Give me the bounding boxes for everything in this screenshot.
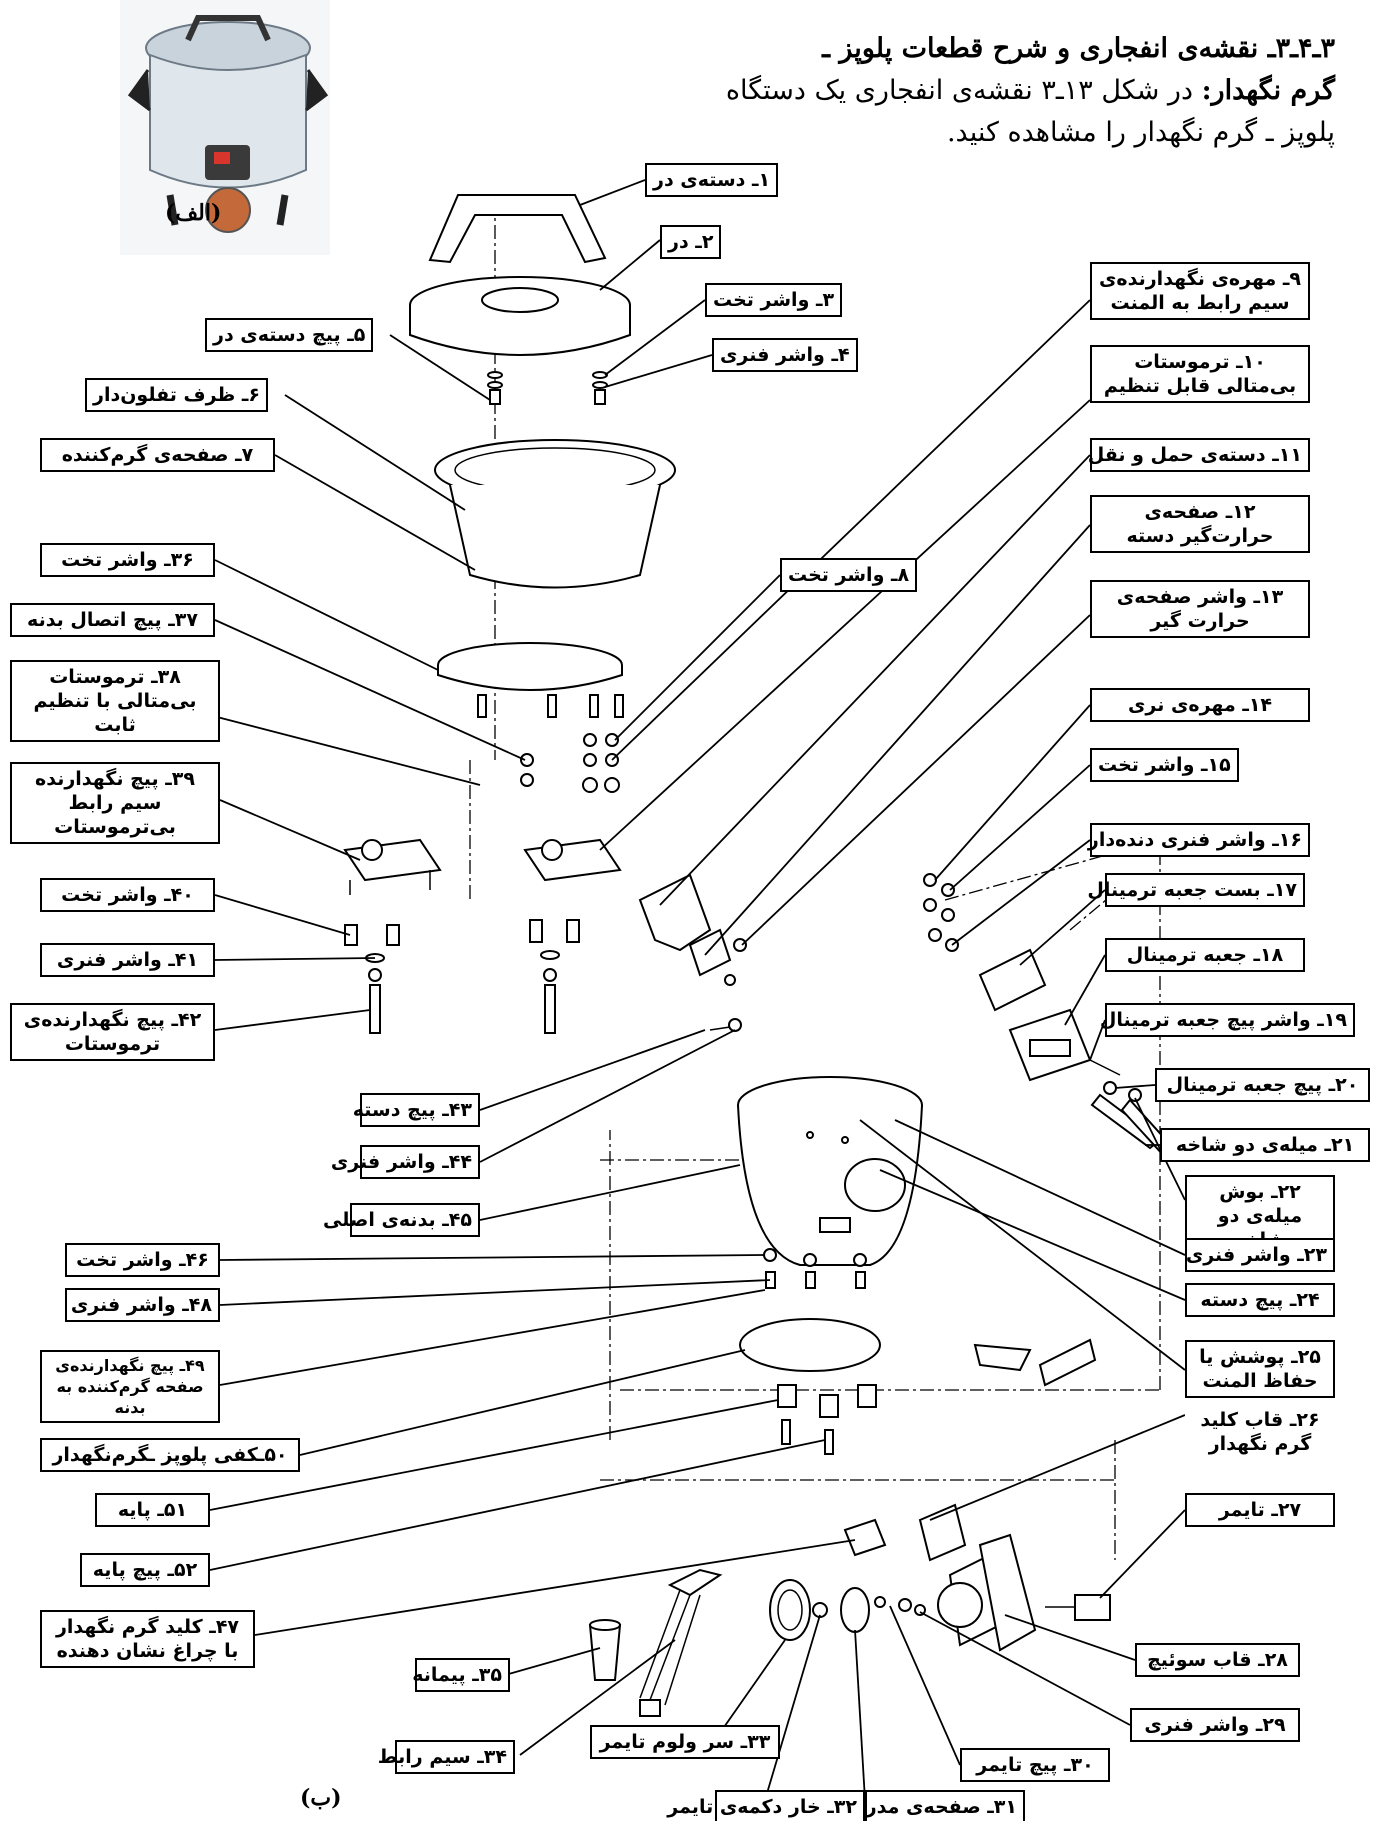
label-switch-frame: ۲۸ـ قاب سوئیچ [1135,1643,1300,1677]
label-flat-washer-15: ۱۵ـ واشر تخت [1090,748,1239,782]
label-flat-washer-40: ۴۰ـ واشر تخت [40,878,215,912]
label-spring-washer-41: ۴۱ـ واشر فنری [40,943,215,977]
label-timer-screw: ۳۰ـ پیچ تایمر [960,1748,1110,1782]
label-lid-handle: ۱ـ دسته‌ی در [645,163,779,197]
label-element-cover: ۲۵ـ پوشش یا حفاظ المنت [1185,1340,1335,1398]
label-toothed-spring-washer: ۱۶ـ واشر فنری دنده‌دار [1088,823,1310,857]
label-spring-washer-48: ۴۸ـ واشر فنری [65,1288,220,1322]
label-measuring-cup: ۳۵ـ پیمانه [412,1658,510,1692]
label-body-screw: ۳۷ـ پیچ اتصال بدنه [10,603,215,637]
paragraph-body: در شکل ۱۳ـ۳ نقشه‌ی انفجاری یک دستگاه پلو… [725,75,1335,148]
label-handle-heat-shield: ۱۲ـ صفحه‌ی حرارت‌گیر دسته [1090,495,1310,553]
label-timer-knob: ۳۳ـ سر ولوم تایمر [590,1725,780,1759]
label-fixed-thermostat: ۳۸ـ ترموستات بی‌متالی با تنظیم ثابت [10,660,220,742]
label-spring-washer-4: ۴ـ واشر فنری [712,338,858,372]
label-nut-14: ۱۴ـ مهره‌ی نری [1090,688,1310,722]
label-spring-washer-44: ۴۴ـ واشر فنری [331,1145,480,1179]
label-carry-handle: ۱۱ـ دسته‌ی حمل و نقل [1088,438,1310,472]
label-plate-body-screw: ۴۹ـ پیچ نگهدارنده‌ی صفحه گرم‌کننده به بد… [40,1350,220,1423]
label-terminal-screw: ۲۰ـ پیچ جعبه ترمینال [1155,1068,1370,1102]
label-heat-shield-washer: ۱۳ـ واشر صفحه‌ی حرارت گیر [1090,580,1310,638]
label-heating-plate: ۷ـ صفحه‌ی گرم‌کننده [40,438,275,472]
label-thermostat-screw: ۴۲ـ پیچ نگهدارنده‌ی ترموستات [10,1003,215,1061]
label-timer: ۲۷ـ تایمر [1185,1493,1335,1527]
label-terminal-screw-washer: ۱۹ـ واشر پیچ جعبه ترمینال [1100,1003,1355,1037]
label-handle-screw-24: ۲۴ـ پیچ دسته [1185,1283,1335,1317]
label-teflon-pot: ۶ـ ظرف تفلون‌دار [85,378,269,412]
label-graduated-dial: ۳۱ـ صفحه‌ی مدرج [852,1790,1025,1821]
label-terminal-box-clamp: ۱۷ـ بست جعبه ترمینال [1087,873,1305,907]
label-foot: ۵۱ـ پایه [95,1493,210,1527]
label-timer-knob-clip: ۳۲ـ خار دکمه‌ی تایمر [667,1790,865,1821]
caption-a: (الف) [165,200,222,226]
label-terminal-box: ۱۸ـ جعبه ترمینال [1105,938,1305,972]
rice-cooker-photo [120,0,330,255]
label-plug-pin: ۲۱ـ میله‌ی دو شاخه [1160,1128,1370,1162]
label-flat-washer-8: ۸ـ واشر تخت [780,558,918,592]
label-element-wire-nut: ۹ـ مهره‌ی نگهدارنده‌ی سیم رابط به المنت [1090,262,1310,320]
label-spring-washer-29: ۲۹ـ واشر فنری [1130,1708,1300,1742]
label-lid-handle-screw: ۵ـ پیچ دسته‌ی در [205,318,374,352]
caption-b: (ب) [300,1785,342,1811]
section-title: ۳ـ۴ـ۳ـ نقشه‌ی انفجاری و شرح قطعات پلوپز … [822,33,1335,64]
label-flat-washer-3: ۳ـ واشر تخت [705,283,843,317]
label-warm-switch-frame: ۲۶ـ قاب کلید گرم نگهدار [1185,1405,1335,1459]
label-warm-switch: ۴۷ـ کلید گرم نگهدار با چراغ نشان دهنده [40,1610,255,1668]
label-adjustable-thermostat: ۱۰ـ ترموستات بی‌متالی قابل تنظیم [1090,345,1310,403]
label-flat-washer-36: ۳۶ـ واشر تخت [40,543,215,577]
paragraph-lead: گرم نگهدار: [1201,75,1335,106]
label-flat-washer-46: ۴۶ـ واشر تخت [65,1243,220,1277]
leader-lines [189,179,1186,1801]
label-thermostat-wire-screw: ۳۹ـ پیچ نگهدارنده سیم رابط بی‌ترموستات [10,762,220,844]
label-lid: ۲ـ در [660,225,722,259]
label-foot-screw: ۵۲ـ پیچ پایه [80,1553,210,1587]
label-connecting-wire: ۳۴ـ سیم رابط [378,1740,515,1774]
label-base-plate: ۵۰ـکفی پلوپز ـگرم‌نگهدار [40,1438,300,1472]
label-spring-washer-23: ۲۳ـ واشر فنری [1185,1238,1335,1272]
label-handle-screw-43: ۴۳ـ پیچ دسته [353,1093,480,1127]
label-main-body: ۴۵ـ بدنه‌ی اصلی [323,1203,480,1237]
section-heading: ۳ـ۴ـ۳ـ نقشه‌ی انفجاری و شرح قطعات پلوپز … [695,28,1335,154]
